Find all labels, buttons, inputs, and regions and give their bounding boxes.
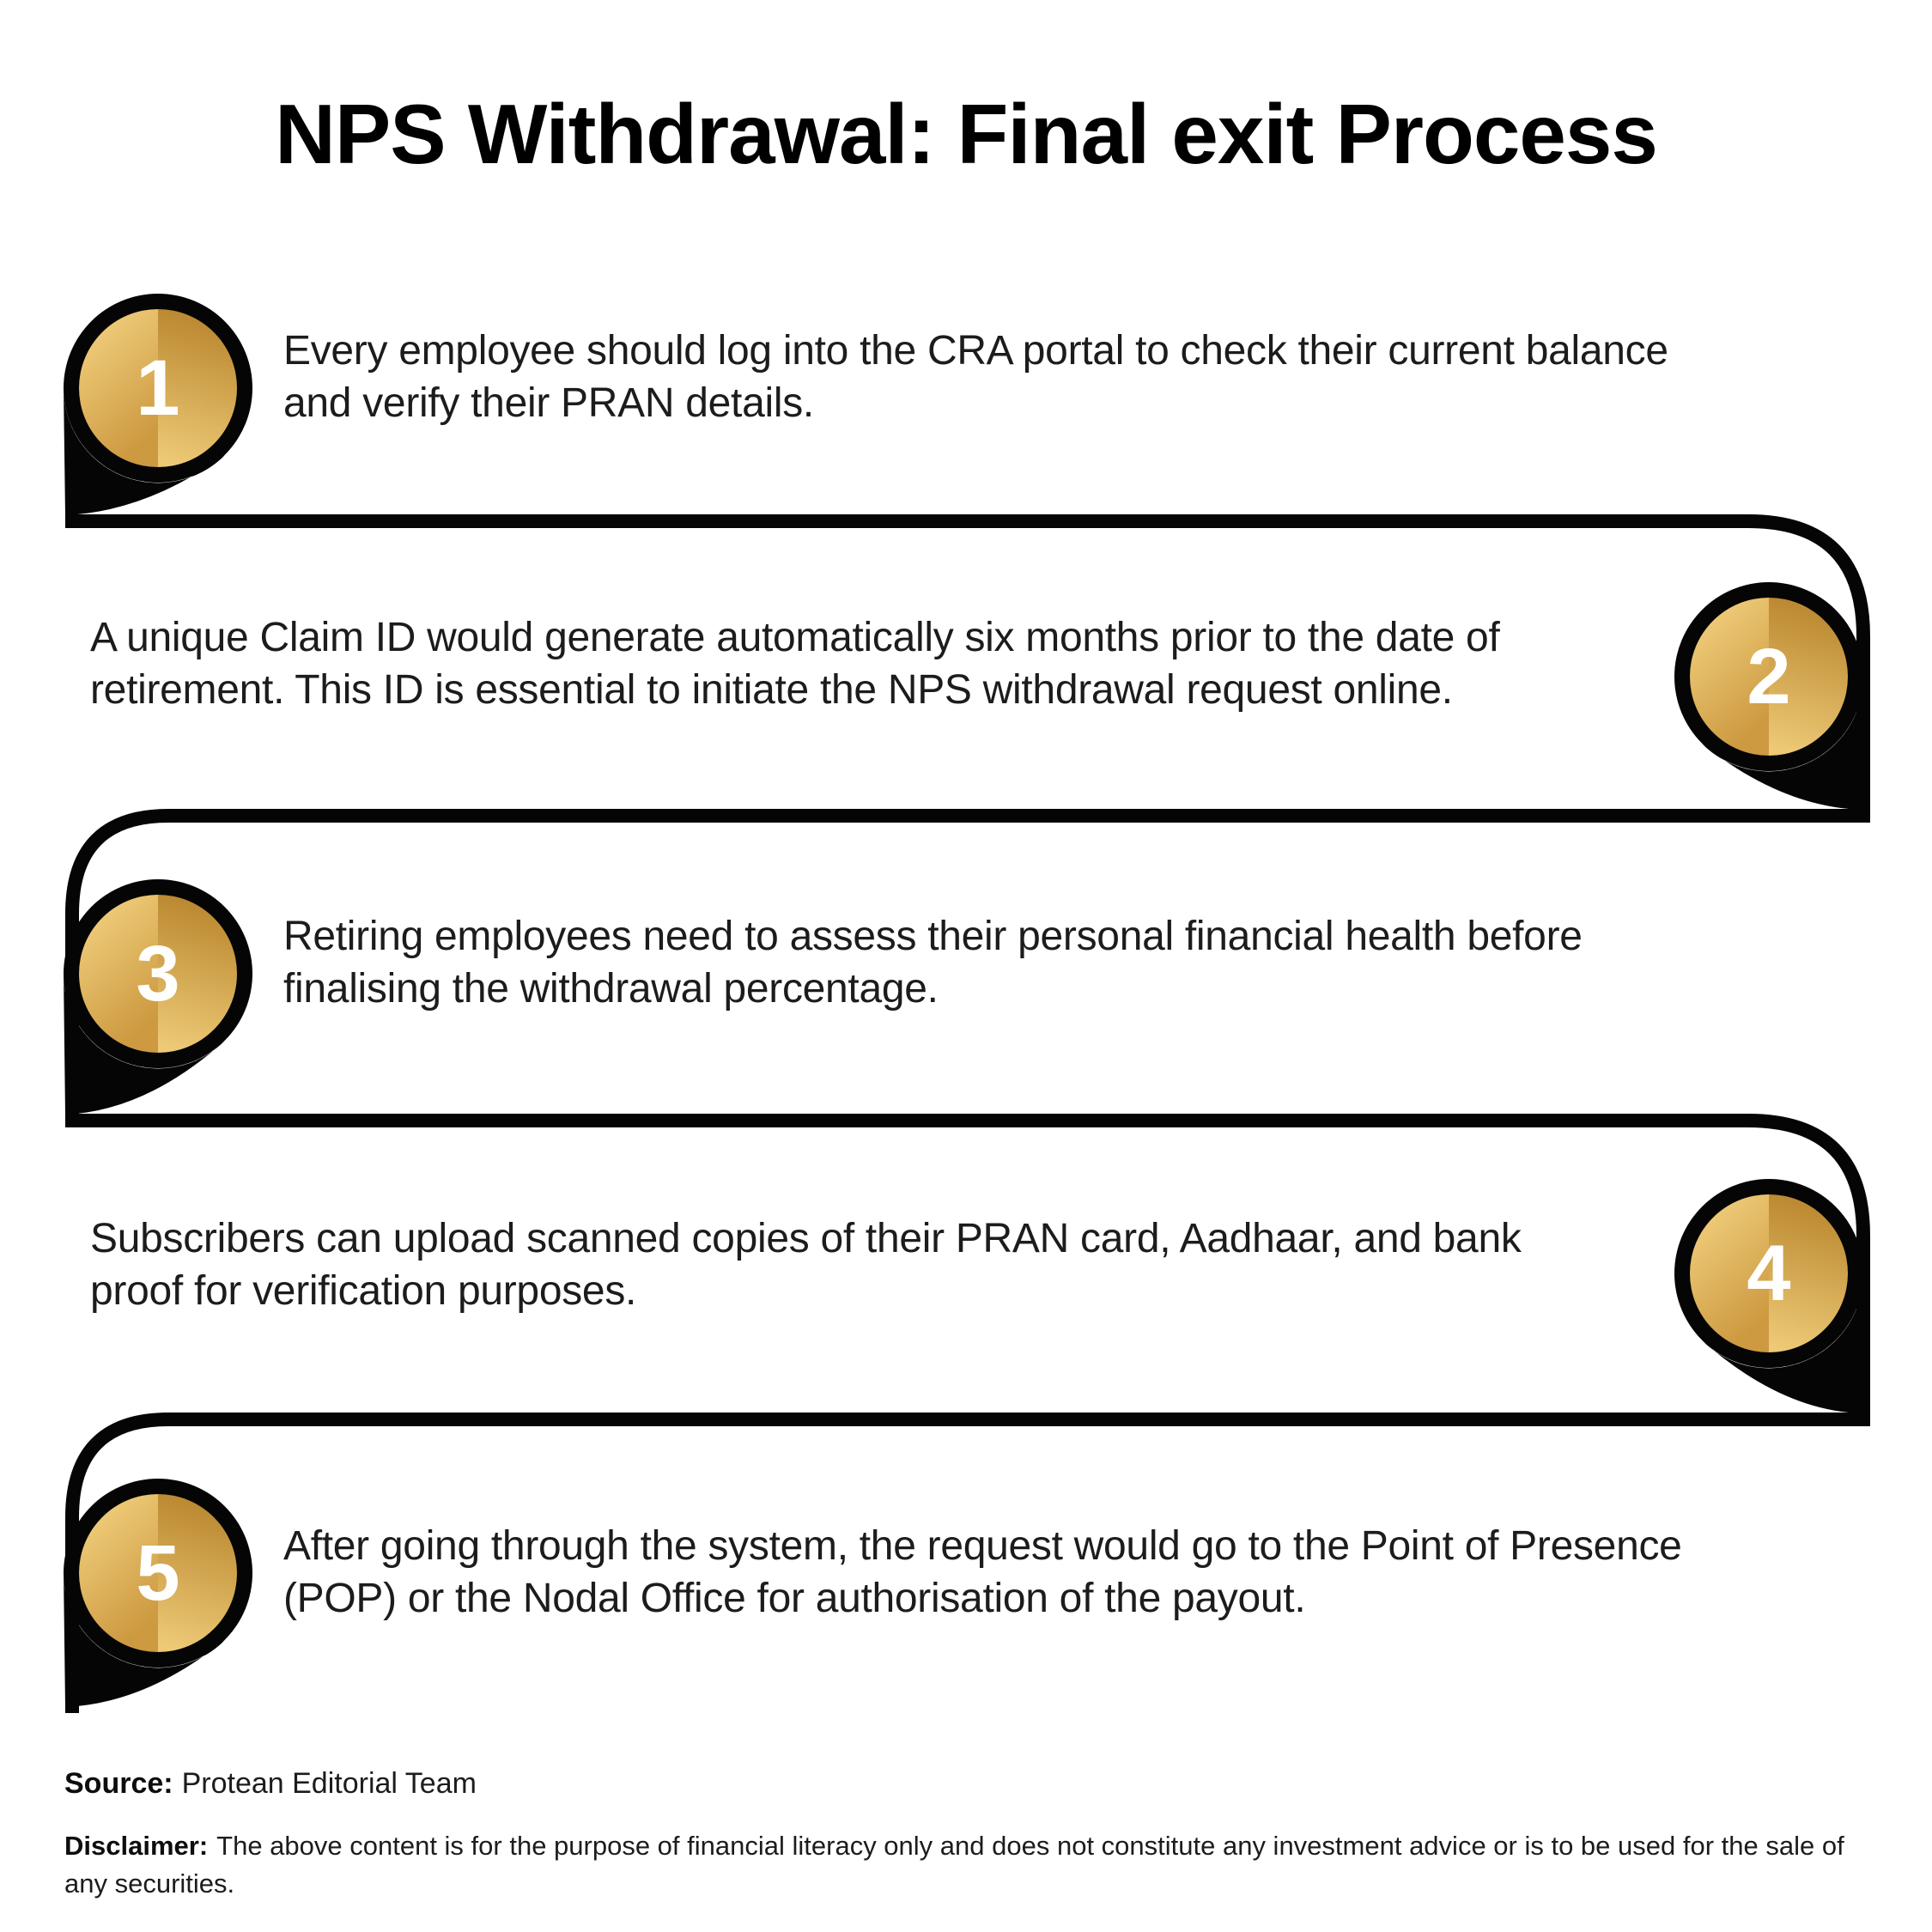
page-title: NPS Withdrawal: Final exit Process xyxy=(275,87,1658,181)
step-2-badge xyxy=(1674,582,1864,810)
step-5-text: After going through the system, the requ… xyxy=(283,1520,1682,1625)
step-4-text: Subscribers can upload scanned copies of… xyxy=(90,1212,1522,1317)
disclaimer-label: Disclaimer: xyxy=(64,1831,209,1861)
step-4-badge-tail xyxy=(1702,1273,1864,1413)
step-4-coin-left xyxy=(1690,1194,1769,1352)
step-2-coin-right xyxy=(1769,598,1848,756)
step-1-coin-right xyxy=(158,309,237,467)
step-2-text: A unique Claim ID would generate automat… xyxy=(90,611,1500,716)
source-label: Source: xyxy=(64,1767,173,1800)
disclaimer-line: Disclaimer:The above content is for the … xyxy=(64,1827,1885,1903)
ribbon-path xyxy=(65,514,1870,1713)
step-1-text-line-1: Every employee should log into the CRA p… xyxy=(283,328,1668,374)
step-1-badge-tail xyxy=(63,388,225,515)
step-5-badge-tail xyxy=(63,1573,226,1707)
step-4-badge xyxy=(1674,1179,1864,1413)
step-3-text-line-2: finalising the withdrawal percentage. xyxy=(283,966,939,1012)
step-5-text-line-2: (POP) or the Nodal Office for authorisat… xyxy=(283,1576,1306,1621)
step-1-badge xyxy=(63,294,252,515)
step-3-badge-tail xyxy=(63,974,225,1115)
step-2-text-line-1: A unique Claim ID would generate automat… xyxy=(90,615,1500,660)
step-3-badge xyxy=(63,879,252,1115)
source-text: Protean Editorial Team xyxy=(181,1767,477,1800)
step-5-badge xyxy=(63,1479,252,1707)
step-3-text: Retiring employees need to assess their … xyxy=(283,910,1583,1015)
step-4-text-line-2: proof for verification purposes. xyxy=(90,1268,637,1314)
step-1-text-line-2: and verify their PRAN details. xyxy=(283,380,814,426)
step-1-text: Every employee should log into the CRA p… xyxy=(283,325,1668,429)
step-3-coin-left xyxy=(79,895,158,1053)
step-5-coin-left xyxy=(79,1494,158,1652)
step-4-text-line-1: Subscribers can upload scanned copies of… xyxy=(90,1216,1522,1261)
step-1-coin-left xyxy=(79,309,158,467)
source-line: Source:Protean Editorial Team xyxy=(64,1767,477,1801)
step-2-coin-left xyxy=(1690,598,1769,756)
step-5-coin-right xyxy=(158,1494,237,1652)
step-3-coin-right xyxy=(158,895,237,1053)
step-3-text-line-1: Retiring employees need to assess their … xyxy=(283,914,1583,959)
step-5-text-line-1: After going through the system, the requ… xyxy=(283,1523,1682,1569)
step-2-badge-tail xyxy=(1702,677,1864,810)
step-2-text-line-2: retirement. This ID is essential to init… xyxy=(90,667,1453,713)
step-4-coin-right xyxy=(1769,1194,1848,1352)
disclaimer-text: The above content is for the purpose of … xyxy=(64,1831,1844,1899)
